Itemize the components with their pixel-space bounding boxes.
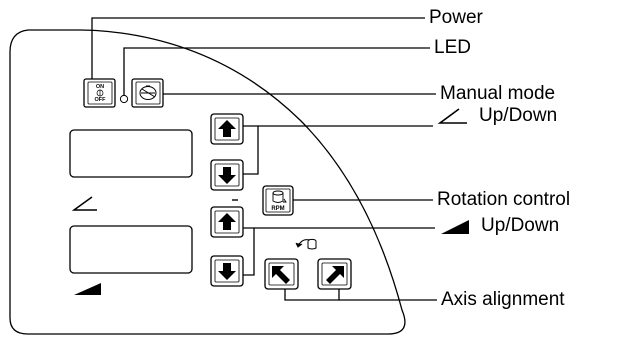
- angle-icon: [71, 196, 97, 211]
- axis-alignment-icon: [295, 238, 317, 250]
- rotation-control-button[interactable]: RPM: [262, 185, 294, 216]
- manual-mode-icon: [139, 85, 157, 100]
- arrow-up-icon: [218, 213, 236, 230]
- angle-display: [69, 129, 193, 178]
- axis-rotate-left-button[interactable]: [264, 258, 299, 290]
- wedge-icon: [74, 283, 101, 295]
- angle-up-down-callout-label: Up/Down: [479, 105, 558, 127]
- angle-icon: [437, 108, 467, 124]
- wedge-up-button[interactable]: [210, 206, 244, 238]
- wedge-down-button[interactable]: [210, 255, 244, 287]
- axis-alignment-callout: Axis alignment: [441, 290, 565, 310]
- arrow-turn-right-icon: [326, 266, 344, 284]
- power-callout: Power: [429, 8, 483, 28]
- drum-rotation-icon: [272, 190, 287, 203]
- led-callout: LED: [434, 38, 471, 58]
- axis-alignment-callout-label: Axis alignment: [441, 289, 565, 310]
- arrow-down-icon: [218, 167, 236, 184]
- power-on-label: ON: [96, 84, 104, 90]
- wedge-display: [69, 225, 193, 274]
- led-callout-label: LED: [434, 37, 471, 58]
- rotation-control-callout-label: Rotation control: [437, 189, 571, 210]
- wedge-icon: [441, 220, 469, 234]
- manual-mode-callout-label: Manual mode: [440, 83, 556, 104]
- power-button[interactable]: ON OFF: [83, 78, 116, 108]
- power-off-label: OFF: [95, 97, 107, 103]
- angle-down-button[interactable]: [210, 159, 244, 191]
- rpm-label: RPM: [271, 206, 284, 212]
- rotation-control-callout: Rotation control: [437, 190, 570, 210]
- power-callout-label: Power: [429, 7, 483, 28]
- arrow-up-icon: [218, 120, 236, 137]
- manual-mode-callout: Manual mode: [440, 84, 555, 104]
- wedge-up-down-callout: Up/Down: [439, 216, 559, 236]
- manual-mode-button[interactable]: [131, 78, 164, 108]
- arrow-turn-left-icon: [272, 266, 290, 284]
- angle-up-down-callout: Up/Down: [437, 106, 557, 126]
- leader-lines: [91, 17, 437, 301]
- wedge-up-down-callout-label: Up/Down: [481, 215, 560, 237]
- axis-rotate-right-button[interactable]: [317, 258, 352, 290]
- arrow-down-icon: [218, 263, 236, 280]
- angle-up-button[interactable]: [210, 113, 244, 145]
- led-indicator: [119, 94, 129, 104]
